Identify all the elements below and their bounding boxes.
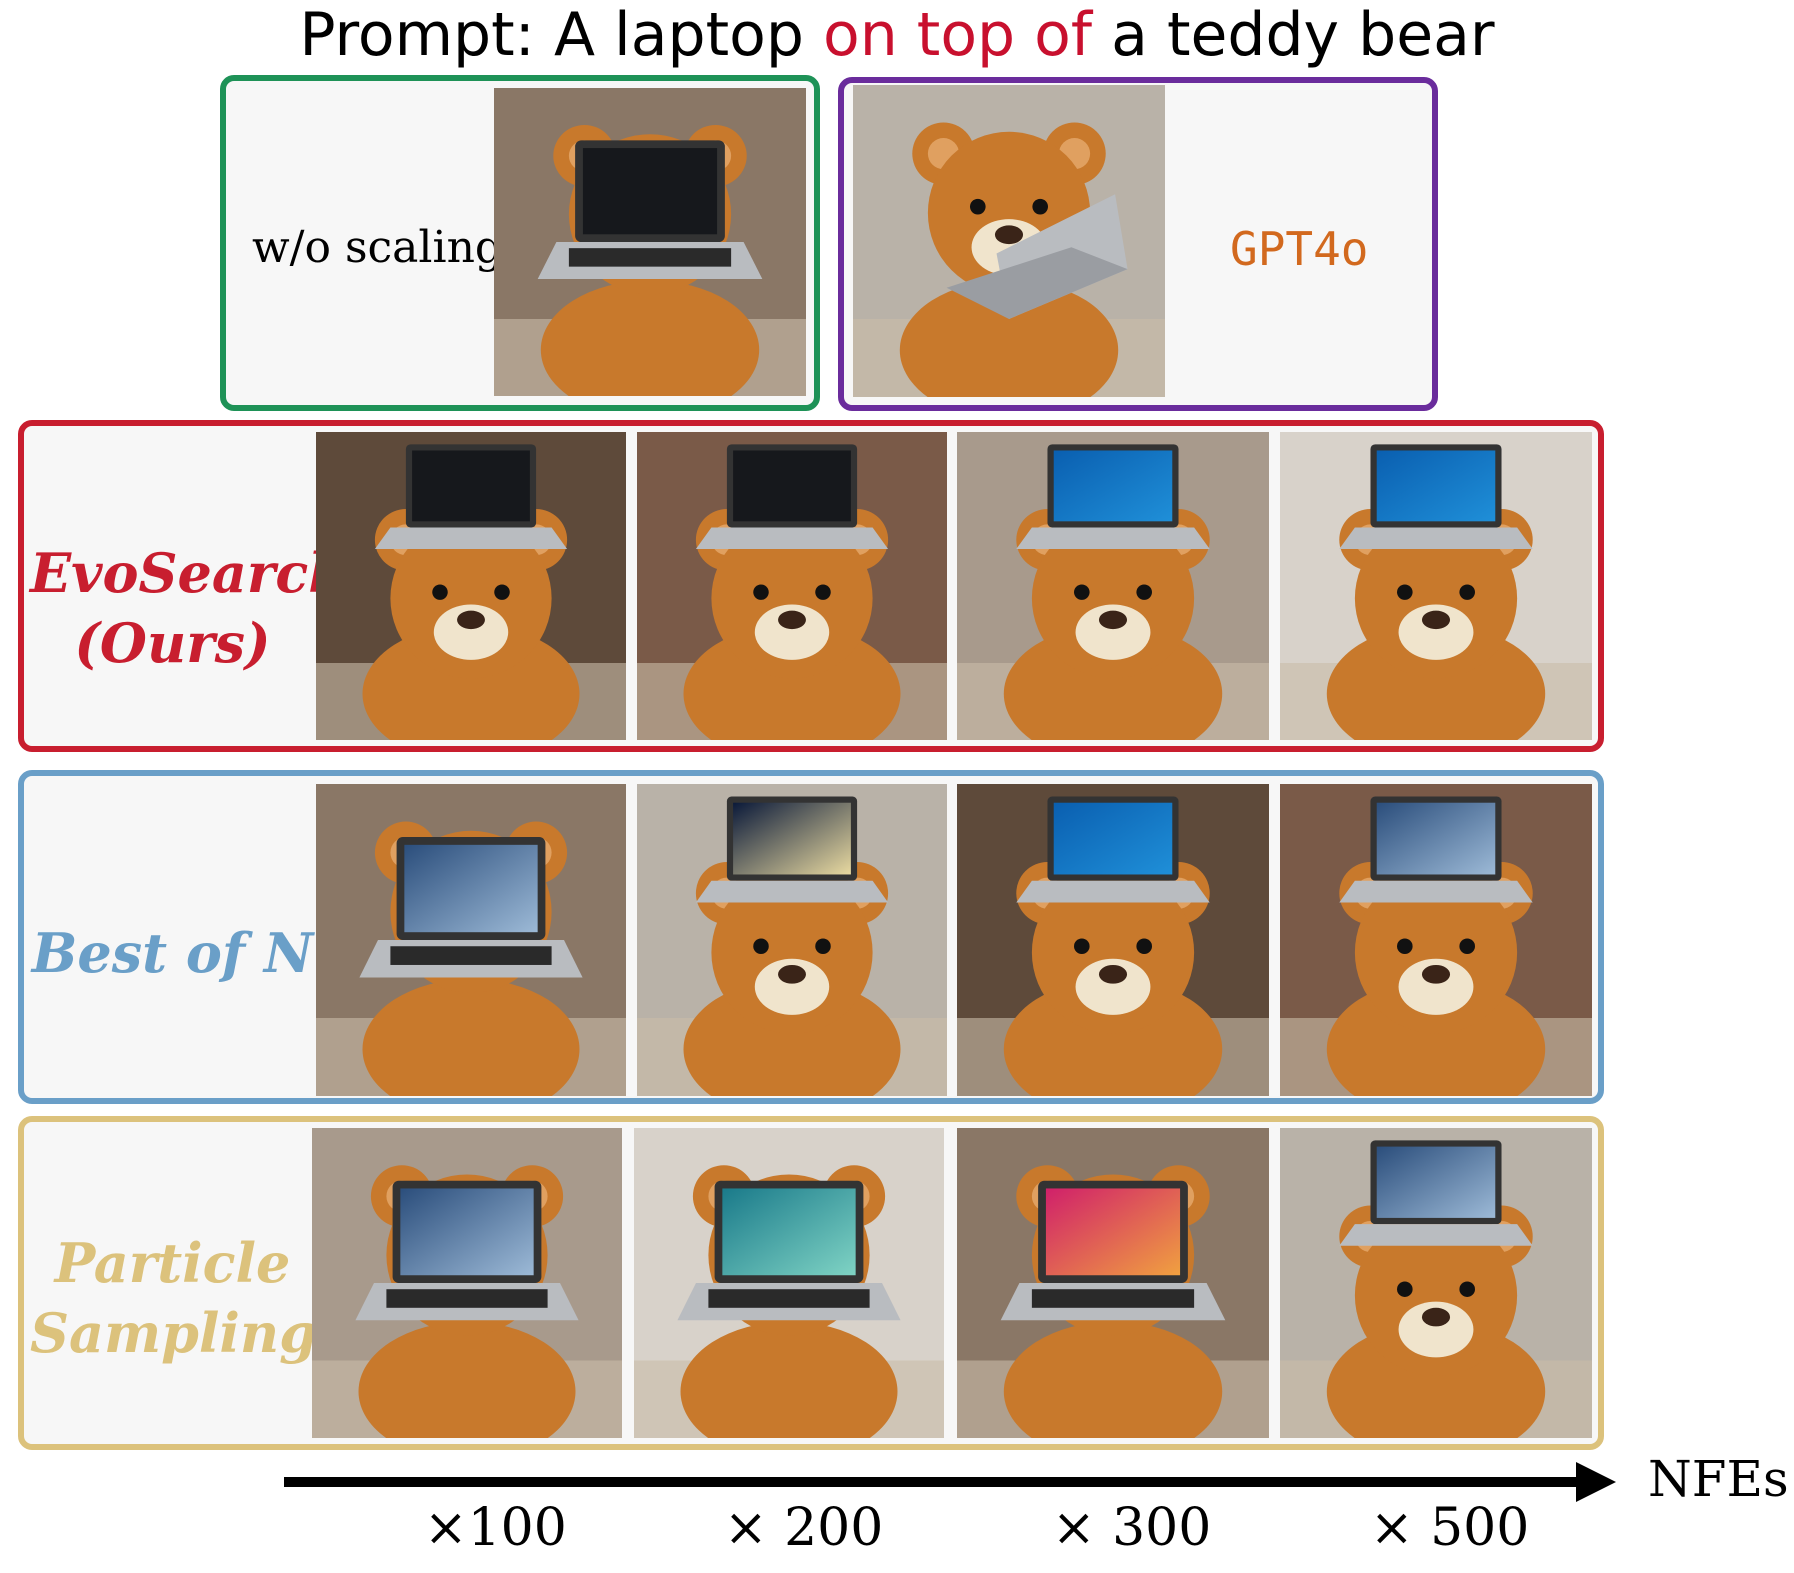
particle-sampling-image-4 <box>1280 1128 1592 1438</box>
particle-sampling-image-3 <box>957 1128 1269 1438</box>
particle-sampling-label: Particle Sampling <box>30 1231 317 1365</box>
nfe-tick-2: × 200 <box>724 1498 884 1558</box>
nfe-tick-4: × 500 <box>1370 1498 1530 1558</box>
particle-sampling-image-1 <box>312 1128 622 1438</box>
nfe-tick-3: × 300 <box>1052 1498 1212 1558</box>
prompt-highlight: on top of <box>822 0 1093 70</box>
nfe-axis-label: NFEs <box>1648 1450 1789 1508</box>
gpt4o-image <box>853 85 1165 397</box>
nfe-axis-line <box>284 1477 1586 1487</box>
best-of-n-image-2 <box>637 784 947 1096</box>
evosearch-image-1 <box>316 432 626 740</box>
evosearch-image-3 <box>957 432 1269 740</box>
best-of-n-image-4 <box>1280 784 1592 1096</box>
nfe-axis-arrowhead <box>1576 1462 1616 1502</box>
evosearch-image-4 <box>1280 432 1592 740</box>
evosearch-label: EvoSearch (Ours) <box>30 541 348 675</box>
best-of-n-label: Best of N <box>31 921 314 985</box>
without-scaling-label: w/o scaling <box>252 222 504 273</box>
prompt-title: Prompt: A laptop on top of a teddy bear <box>299 0 1495 70</box>
without-scaling-image <box>494 88 806 396</box>
nfe-tick-1: ×100 <box>424 1498 567 1558</box>
particle-sampling-image-2 <box>634 1128 944 1438</box>
gpt4o-label: GPT4o <box>1230 222 1369 276</box>
evosearch-image-2 <box>637 432 947 740</box>
best-of-n-image-1 <box>316 784 626 1096</box>
best-of-n-image-3 <box>957 784 1269 1096</box>
